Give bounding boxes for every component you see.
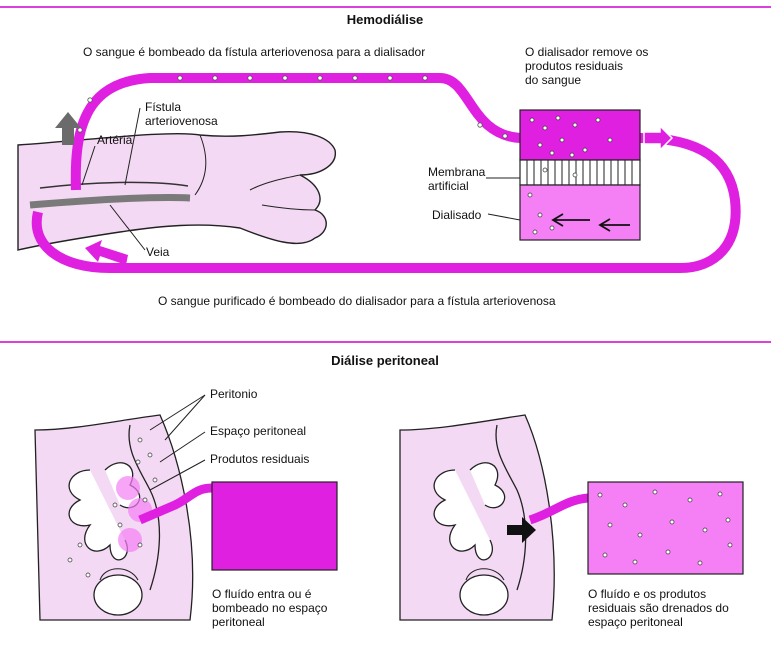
label-peritoneum: Peritonio: [210, 387, 258, 401]
label-peritoneal-space: Espaço peritoneal: [210, 424, 307, 438]
caption-fluid-out: O fluído e os produtos residuais são dre…: [588, 587, 729, 629]
forearm: [17, 130, 336, 251]
label-vein: Veia: [146, 245, 170, 259]
caption-fluid-in: O fluído entra ou é bombeado no espaço p…: [212, 587, 328, 629]
caption-bottom: O sangue purificado é bombeado do dialis…: [158, 294, 556, 308]
abdomen-left: [34, 414, 194, 621]
caption-top: O sangue é bombeado da fístula arteriove…: [83, 45, 426, 59]
peritoneal-title: Diálise peritoneal: [331, 353, 439, 368]
drainage-bag: [587, 481, 744, 575]
vein-vessel: [29, 193, 191, 209]
dialyzer: [519, 109, 674, 241]
venous-tubing: [31, 133, 741, 273]
label-artery: Artéria: [97, 133, 133, 147]
arterial-tubing: [70, 73, 521, 191]
inflow-catheter: [138, 483, 213, 525]
blood-out-arrow: [55, 112, 81, 145]
label-waste-products: Produtos residuais: [210, 452, 310, 466]
tubing-blood-dots: [77, 75, 508, 139]
label-membrane: Membrana artificial: [428, 165, 486, 193]
fluid-bag-full: [211, 481, 338, 571]
hemo-leader-lines: [81, 107, 521, 251]
blood-in-arrow: [85, 240, 128, 265]
hemodialysis-title: Hemodiálise: [346, 12, 424, 27]
peritoneal-leader-lines: [149, 394, 206, 491]
abdomen-right: [399, 414, 555, 621]
label-fistula: Fístula arteriovenosa: [145, 100, 218, 128]
outflow-catheter: [528, 493, 589, 525]
label-dialysate: Dialisado: [432, 208, 482, 222]
dialyzer-note: O dialisador remove os produtos residuai…: [525, 45, 649, 87]
artery-vessel: [39, 181, 189, 189]
